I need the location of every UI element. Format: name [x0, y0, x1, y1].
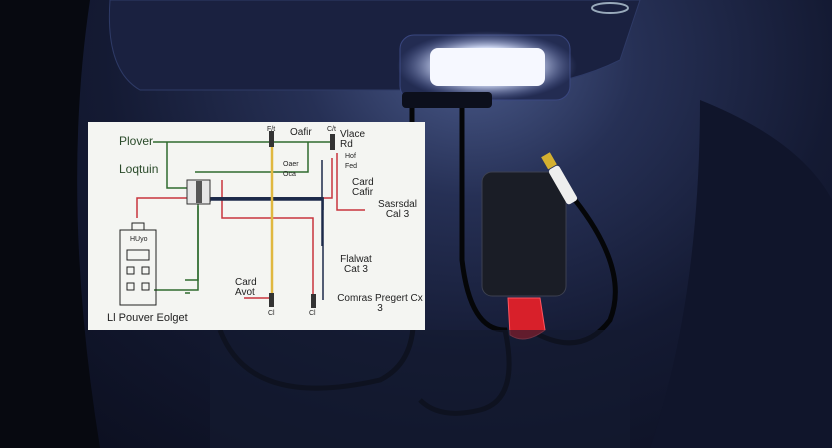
- wire-navy: [209, 160, 323, 246]
- device-button: [126, 282, 135, 291]
- device-button: [141, 266, 150, 275]
- label-top-c: C/t: [327, 126, 336, 133]
- label-sasrsdal: Sasrsdal Cal 3: [378, 199, 417, 220]
- connector-pin: [269, 293, 274, 307]
- connector-pin: [330, 134, 335, 150]
- label-cl-1: Cl: [268, 310, 275, 317]
- label-power: Plover: [119, 134, 154, 148]
- dome-light: [430, 48, 545, 86]
- floor-mat: [210, 330, 630, 448]
- device-top: [131, 222, 145, 231]
- label-top-a: F/t: [267, 126, 276, 133]
- label-card-avot: Card Avot: [235, 277, 257, 298]
- junction-slot: [196, 181, 202, 203]
- wire-navy-main: [210, 197, 324, 300]
- device-button: [126, 266, 135, 275]
- usb-plug: [548, 165, 578, 205]
- label-login: Loqtuin: [119, 162, 159, 176]
- cable-mount: [402, 92, 492, 108]
- label-top-b: Oafir: [290, 127, 312, 138]
- label-cl-2: Cl: [309, 310, 316, 317]
- wire-green: [153, 141, 332, 294]
- label-flalwat: Flalwat Cat 3: [340, 254, 372, 275]
- label-device: HUyo: [130, 236, 148, 243]
- label-card-cafir: Card Cafir: [352, 177, 374, 198]
- label-vlace: Vlace Rd: [340, 129, 366, 150]
- seat-left: [0, 0, 100, 448]
- wire-red: [136, 153, 365, 300]
- device-screen: [126, 249, 150, 261]
- label-hof: Hof Fed: [345, 153, 358, 170]
- top-vent: [591, 2, 629, 14]
- wire-green: [154, 206, 199, 291]
- black-module-box: [481, 171, 567, 297]
- label-comras: Comras Pregert Cx 3: [337, 293, 423, 314]
- device-button: [141, 282, 150, 291]
- usb-plug-tip: [541, 152, 557, 170]
- label-oaer: Oaer Oca: [283, 161, 299, 178]
- door-panel: [650, 100, 832, 448]
- connector-pin: [269, 131, 274, 147]
- connector-pin: [311, 294, 316, 308]
- diagram-caption: Ll Pouver Eolget: [107, 312, 188, 324]
